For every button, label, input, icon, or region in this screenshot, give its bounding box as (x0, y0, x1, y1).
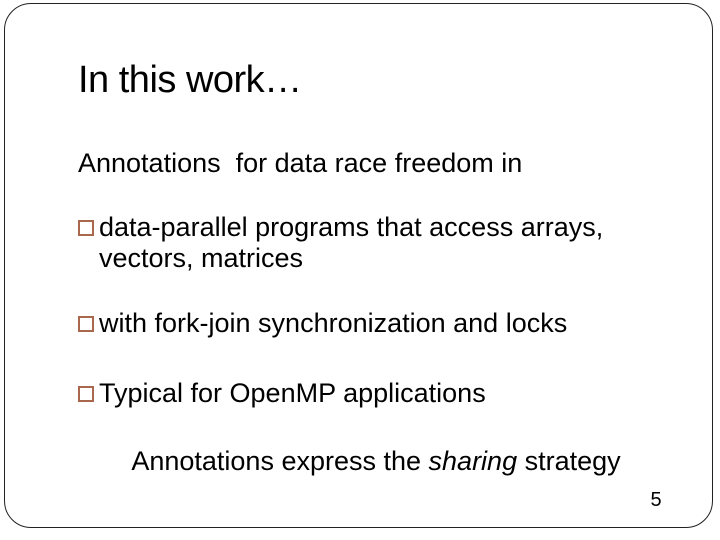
bullet-text: data-parallel programs that access array… (99, 212, 604, 273)
closing-suffix: strategy (517, 446, 621, 476)
square-bullet-icon (78, 316, 94, 332)
square-bullet-icon (78, 220, 94, 236)
closing-emphasis: sharing (428, 446, 518, 476)
closing-prefix: Annotations express the (131, 446, 429, 476)
page-title: In this work… (78, 59, 302, 101)
slide-frame (4, 3, 713, 528)
bullet-item: with fork-join synchronization and locks (78, 308, 679, 339)
page-number: 5 (650, 489, 662, 511)
bullet-item: Typical for OpenMP applications (78, 378, 679, 409)
bullet-text: Typical for OpenMP applications (99, 378, 486, 408)
bullet-item: data-parallel programs that access array… (78, 212, 679, 274)
closing-line: Annotations express the sharing strategy (56, 446, 696, 477)
bullet-text: with fork-join synchronization and locks (99, 308, 568, 338)
square-bullet-icon (78, 386, 94, 402)
intro-text: Annotations for data race freedom in (78, 148, 523, 178)
